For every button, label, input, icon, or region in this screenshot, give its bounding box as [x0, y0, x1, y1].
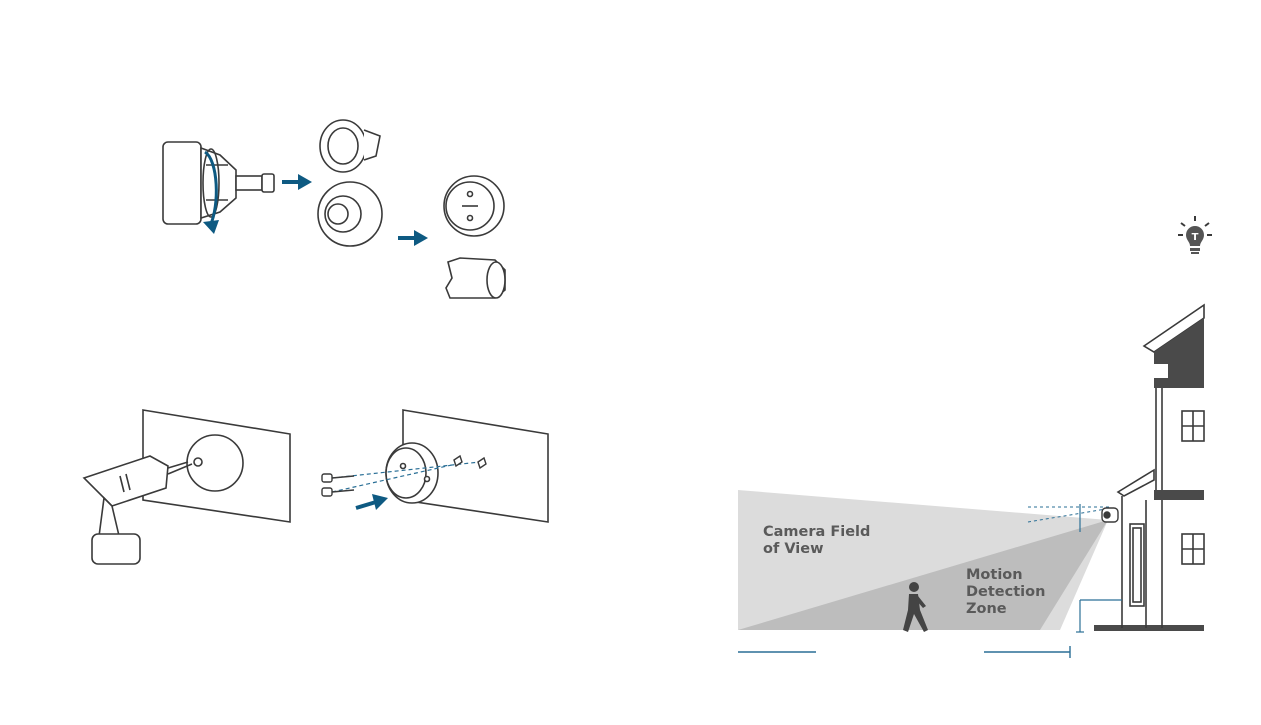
arrow-right-icon — [356, 494, 388, 510]
tip-icon-letter: T — [1192, 232, 1199, 243]
arrow-right-icon — [398, 230, 428, 246]
left-page — [0, 0, 630, 725]
camera-mount-assembly — [163, 142, 274, 224]
house — [1118, 305, 1204, 628]
mount-ring-part — [318, 182, 382, 246]
lightbulb-tip-icon: T — [1175, 214, 1215, 258]
field-of-view-label: Camera Field of View — [763, 524, 870, 558]
clip-part — [446, 258, 505, 298]
camera-shell-part — [320, 120, 380, 172]
security-camera — [1102, 508, 1118, 522]
field-of-view-diagram — [630, 300, 1261, 680]
base-plate-part — [444, 176, 504, 236]
arrow-right-icon — [282, 174, 312, 190]
distance-markers — [738, 646, 1070, 658]
right-page: T — [630, 0, 1261, 725]
motion-detection-zone-label: Motion Detection Zone — [966, 567, 1045, 618]
disassembly-illustration — [0, 0, 630, 330]
mounting-illustration — [0, 380, 630, 600]
screw-icon — [322, 474, 354, 496]
mount-base-plate — [386, 443, 438, 503]
